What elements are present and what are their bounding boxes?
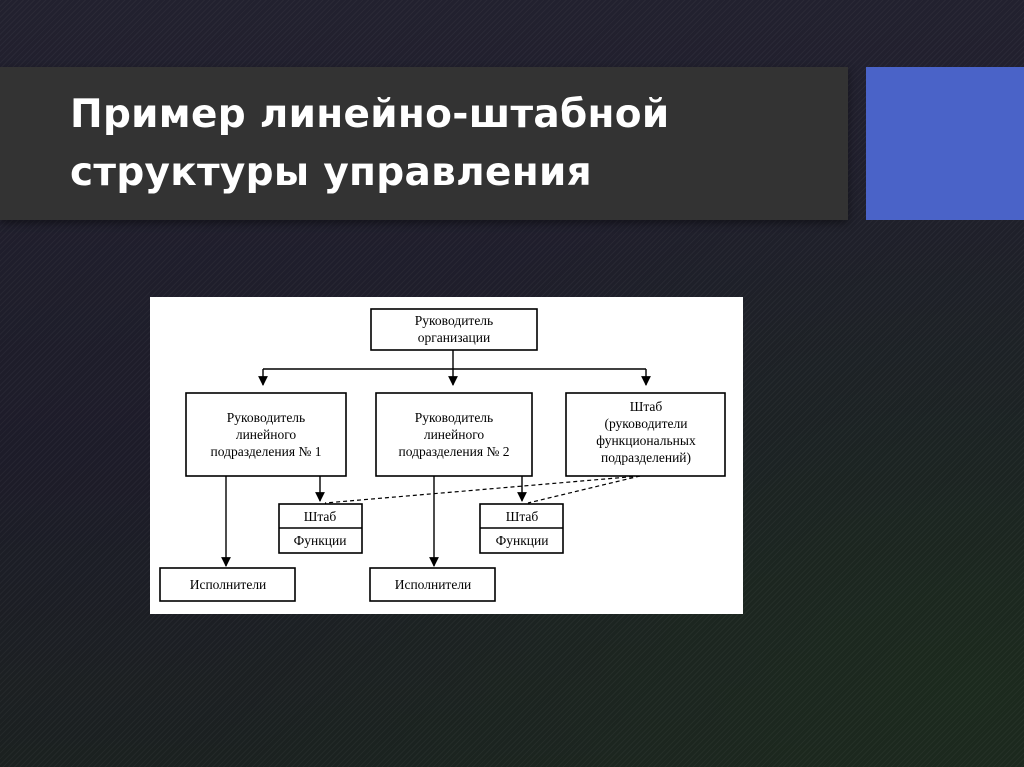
division2-label-line-3: подразделения № 2 — [399, 444, 510, 459]
slide-title-line-1: Пример линейно-штабной — [70, 92, 670, 137]
connector-lines — [221, 350, 651, 567]
head-label-line-2: организации — [418, 330, 490, 345]
head-box: Руководитель организации — [370, 308, 538, 351]
division1-label-line-3: подразделения № 1 — [211, 444, 322, 459]
staff2-label: Штаб — [506, 509, 539, 524]
staff1-label: Штаб — [304, 509, 337, 524]
dashed-link-to-staff1 — [324, 475, 641, 504]
staff-main-label-line-2: (руководители — [604, 416, 687, 431]
executors2-box: Исполнители — [369, 567, 496, 602]
staff-main-box: Штаб (руководители функциональных подраз… — [565, 392, 726, 477]
division1-label-line-2: линейного — [236, 427, 297, 442]
title-bar — [0, 67, 848, 220]
slide-title-line-2: структуры управления — [70, 150, 592, 195]
staff-main-label-line-4: подразделений) — [601, 450, 691, 465]
division2-label-line-2: линейного — [424, 427, 485, 442]
executors2-label: Исполнители — [395, 577, 472, 592]
division2-box: Руководитель линейного подразделения № 2 — [375, 392, 533, 477]
slide-title: Пример линейно-штабной структуры управлен… — [70, 86, 830, 202]
division2-label-line-1: Руководитель — [415, 410, 493, 425]
dashed-link-to-staff2 — [527, 475, 641, 504]
executors1-box: Исполнители — [159, 567, 296, 602]
org-structure-diagram: Руководитель организации Руководитель ли… — [150, 297, 743, 614]
division1-label-line-1: Руководитель — [227, 410, 305, 425]
head-label-line-1: Руководитель — [415, 313, 493, 328]
staff2-functions-label: Функции — [496, 533, 549, 548]
staff-main-label-line-1: Штаб — [630, 399, 663, 414]
staff2-box: Штаб Функции — [479, 503, 564, 554]
accent-square — [866, 67, 1024, 220]
staff1-box: Штаб Функции — [278, 503, 363, 554]
division1-box: Руководитель линейного подразделения № 1 — [185, 392, 347, 477]
staff1-functions-label: Функции — [294, 533, 347, 548]
staff-main-label-line-3: функциональных — [596, 433, 696, 448]
executors1-label: Исполнители — [190, 577, 267, 592]
org-structure-svg: Руководитель организации Руководитель ли… — [159, 308, 726, 602]
